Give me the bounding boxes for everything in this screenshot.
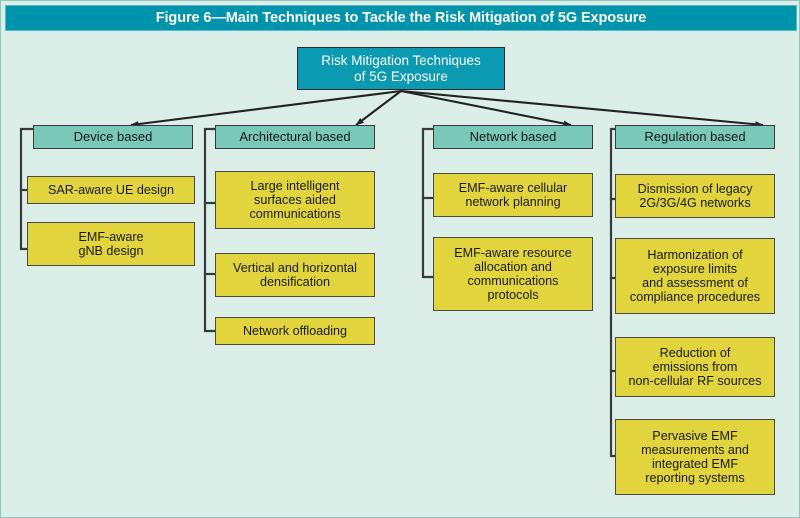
category-header-regulation-based[interactable]: Regulation based [615,125,775,149]
bracket-architectural-based [203,127,217,333]
leaf-line: reporting systems [645,471,745,486]
leaf-harmonization-of-exposure-limits[interactable]: Harmonization of exposure limits and ass… [615,238,775,314]
root-connectors [130,89,764,128]
leaf-line: 2G/3G/4G networks [639,196,751,210]
leaf-line: SAR-aware UE design [48,182,174,197]
category-header-label: Regulation based [644,128,746,144]
leaf-label: EMF-aware gNB design [70,230,151,258]
leaf-line: exposure limits [653,261,737,276]
leaf-line: emissions from [652,359,738,374]
leaf-label: Large intelligent surfaces aided communi… [242,179,349,221]
leaf-emf-aware-resource-allocation[interactable]: EMF-aware resource allocation and commun… [433,237,593,311]
leaf-label: Network offloading [235,324,355,338]
leaf-emf-aware-cellular-network-planning[interactable]: EMF-aware cellular network planning [433,173,593,217]
leaf-label: Reduction of emissions from non-cellular… [621,346,770,388]
leaf-line: network planning [465,195,561,209]
figure-title-bar: Figure 6—Main Techniques to Tackle the R… [5,5,797,31]
category-header-label: Architectural based [239,128,351,144]
bracket-network-based [421,127,435,279]
category-header-label: Device based [73,128,153,144]
leaf-dismission-of-legacy-networks[interactable]: Dismission of legacy 2G/3G/4G networks [615,174,775,218]
leaf-emf-aware-gnb-design[interactable]: EMF-aware gNB design [27,222,195,266]
leaf-label: Harmonization of exposure limits and ass… [622,248,768,304]
leaf-line: Network offloading [242,323,348,338]
leaf-line: protocols [487,288,539,303]
leaf-line: measurements and [641,442,749,457]
leaf-label: EMF-aware cellular network planning [451,181,575,209]
leaf-line: Reduction of [659,345,731,360]
leaf-line: communications [467,274,559,288]
leaf-line: communications [249,207,341,222]
root-node-label: Risk Mitigation Techniques of 5G Exposur… [313,53,489,83]
category-header-label: Network based [469,128,557,144]
leaf-line: EMF-aware [78,229,144,244]
root-node-line1: Risk Mitigation Techniques [321,53,481,69]
leaf-line: EMF-aware cellular [458,180,568,195]
leaf-line: Vertical and horizontal [233,260,357,275]
leaf-line: EMF-aware resource [454,245,572,260]
leaf-line: compliance procedures [629,290,761,305]
category-header-network-based[interactable]: Network based [433,125,593,149]
leaf-reduction-of-emissions[interactable]: Reduction of emissions from non-cellular… [615,337,775,397]
leaf-label: Pervasive EMF measurements and integrate… [633,429,757,485]
leaf-line: allocation and [474,259,552,274]
leaf-line: gNB design [78,244,144,258]
leaf-large-intelligent-surfaces[interactable]: Large intelligent surfaces aided communi… [215,171,375,229]
category-header-device-based[interactable]: Device based [33,125,193,149]
root-node-line2: of 5G Exposure [354,68,448,84]
root-node[interactable]: Risk Mitigation Techniques of 5G Exposur… [297,47,505,90]
leaf-label: Vertical and horizontal densification [225,261,365,289]
leaf-line: Large intelligent [250,178,340,193]
leaf-line: Dismission of legacy [637,181,753,196]
leaf-line: Pervasive EMF [652,428,738,443]
leaf-label: SAR-aware UE design [40,183,182,197]
leaf-line: non-cellular RF sources [628,374,762,389]
leaf-label: Dismission of legacy 2G/3G/4G networks [630,182,761,210]
leaf-vertical-horizontal-densification[interactable]: Vertical and horizontal densification [215,253,375,297]
figure-title: Figure 6—Main Techniques to Tackle the R… [155,10,647,26]
leaf-line: integrated EMF [651,457,739,471]
category-header-architectural-based[interactable]: Architectural based [215,125,375,149]
leaf-line: and assessment of [642,276,748,290]
leaf-pervasive-emf-measurements[interactable]: Pervasive EMF measurements and integrate… [615,419,775,495]
leaf-sar-aware-ue-design[interactable]: SAR-aware UE design [27,176,195,204]
leaf-label: EMF-aware resource allocation and commun… [446,246,580,302]
leaf-line: densification [259,275,330,289]
leaf-network-offloading[interactable]: Network offloading [215,317,375,345]
leaf-line: Harmonization of [647,247,743,262]
leaf-line: surfaces aided [254,192,336,207]
